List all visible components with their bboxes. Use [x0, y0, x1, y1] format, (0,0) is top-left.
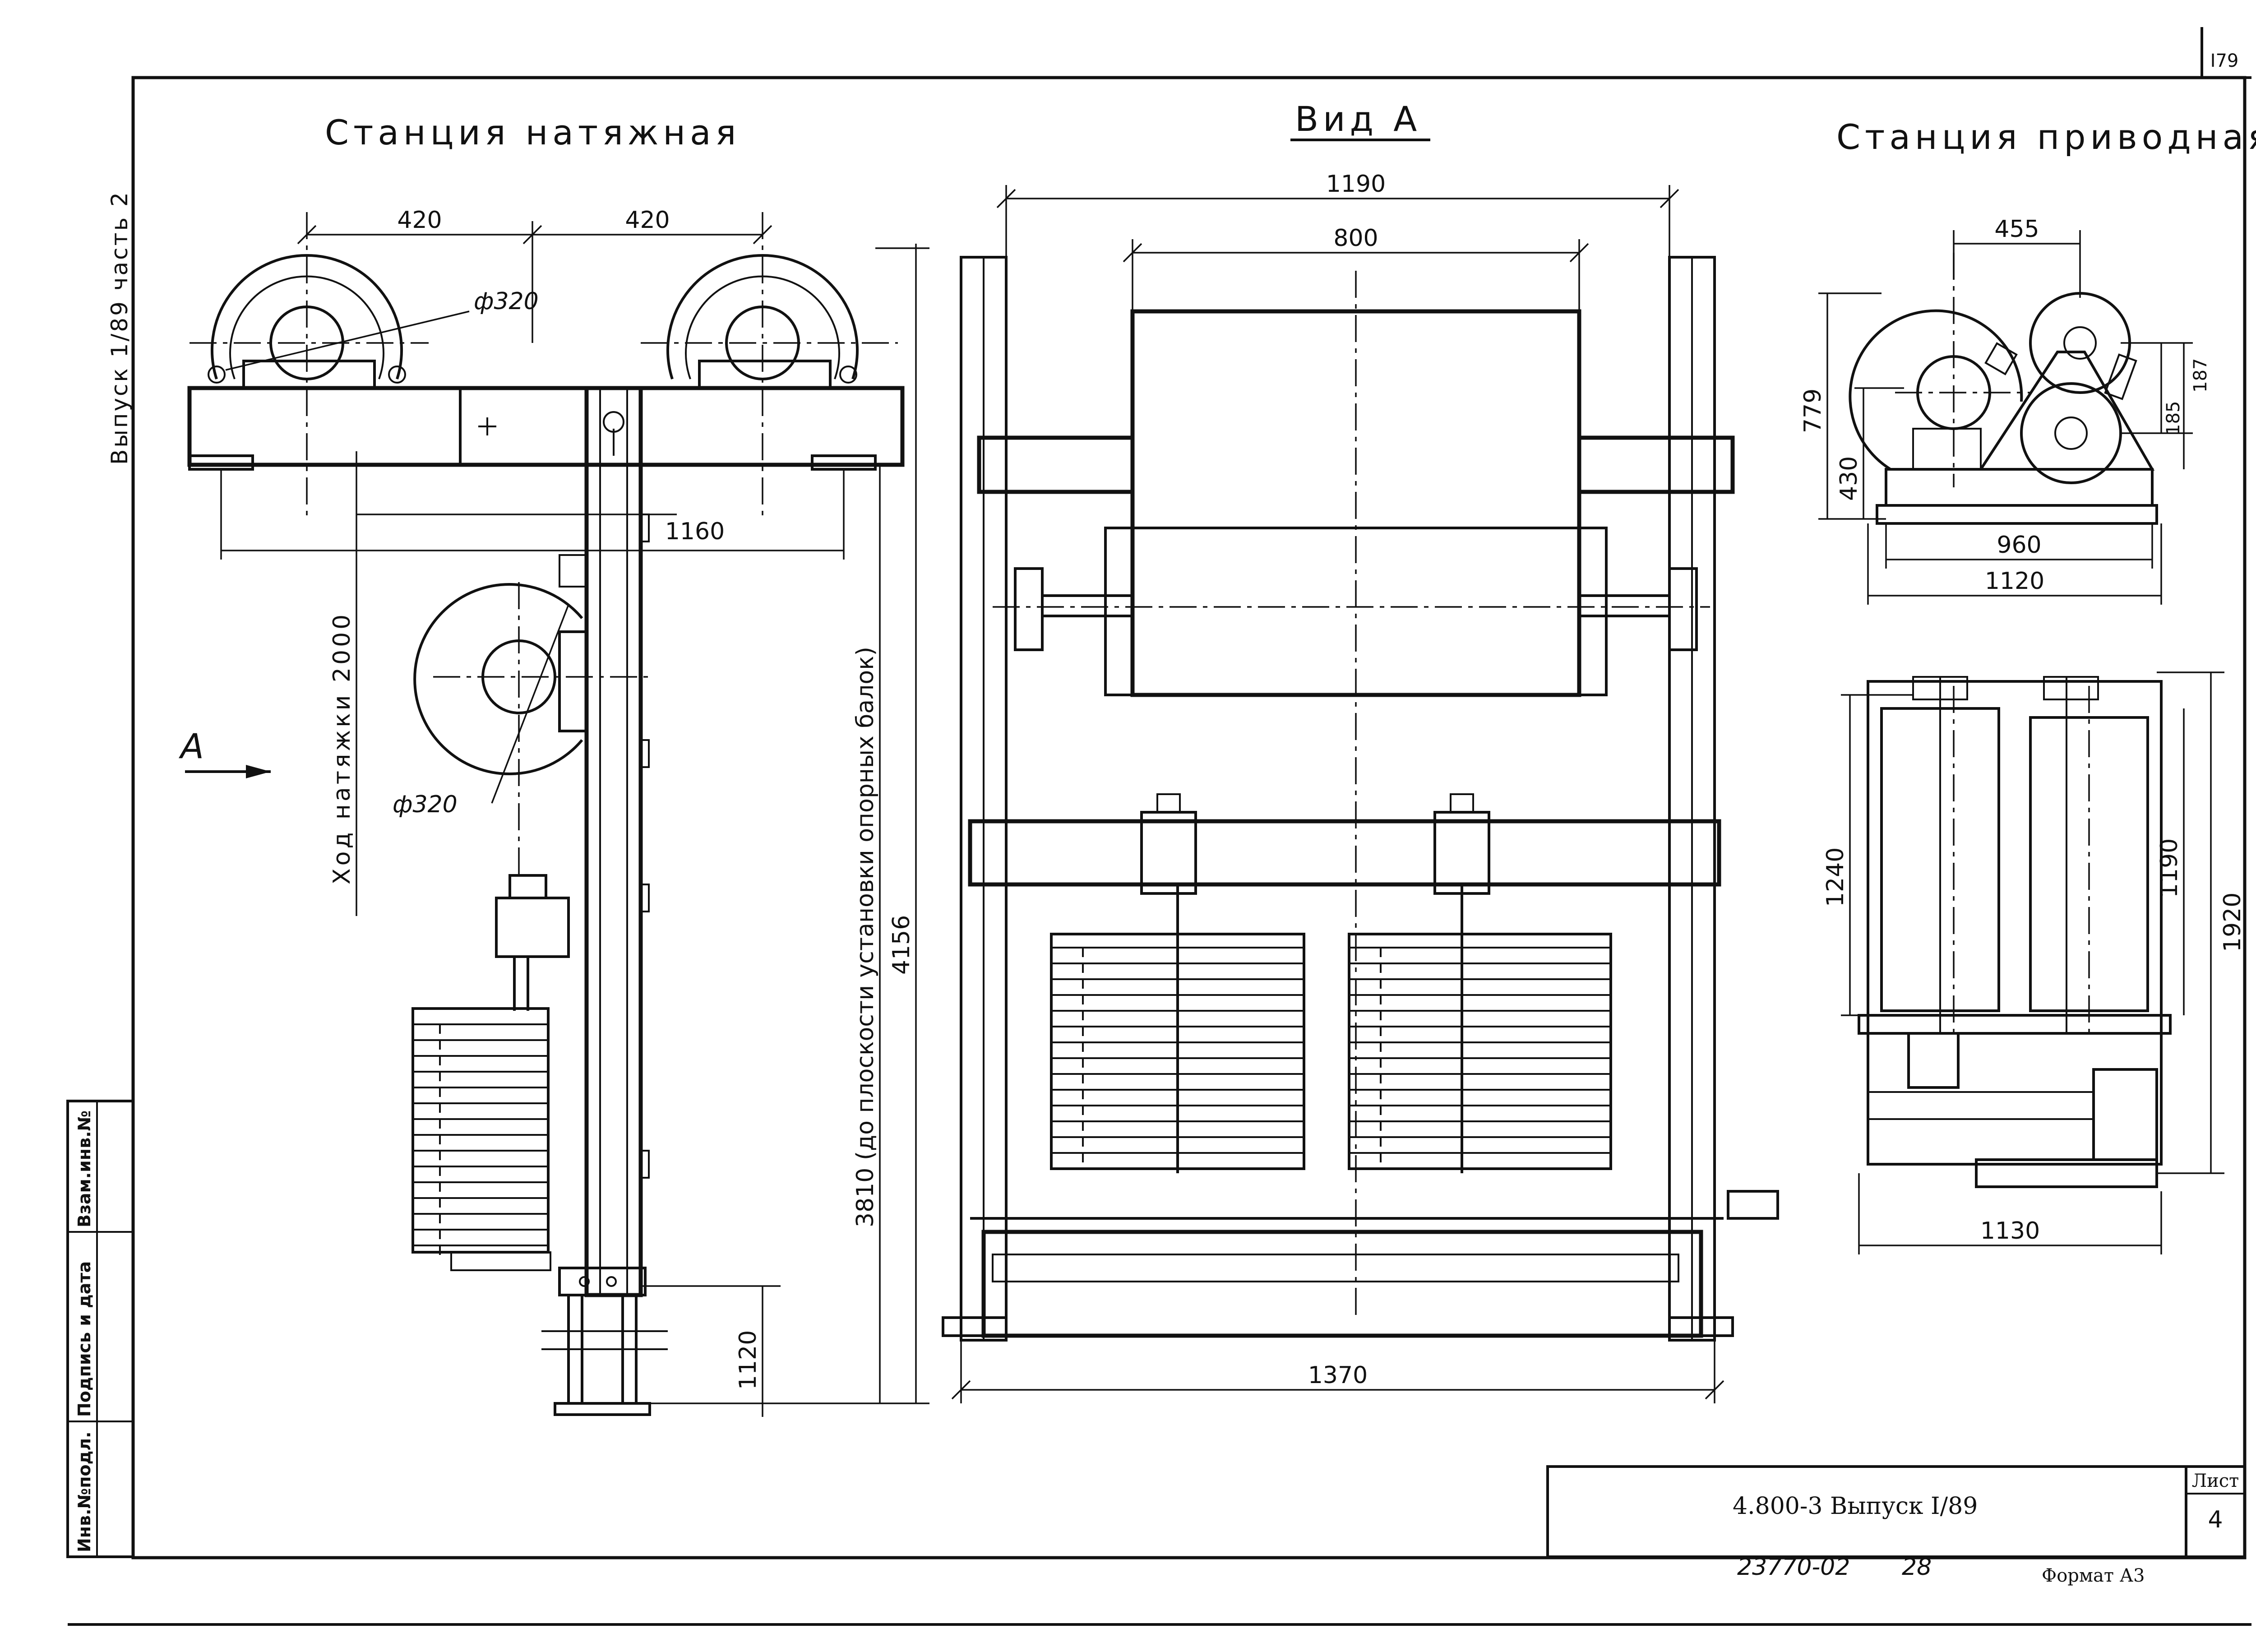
view-a-title: Вид А: [1295, 99, 1421, 139]
approval-stamp: [66, 1100, 134, 1558]
view-a-weight-plates: [1051, 947, 1611, 1162]
dim-960: 960: [1997, 532, 2041, 559]
dim-1240: 1240: [1822, 847, 1849, 907]
dim-1370: 1370: [1308, 1362, 1368, 1389]
dim-1120-drive: 1120: [1985, 568, 2044, 595]
dim-187: 187: [2190, 358, 2211, 393]
dim-1130: 1130: [1980, 1217, 2040, 1245]
sheet-frame: [68, 27, 2251, 1626]
height-label: 3810 (до плоскости установки опорных бал…: [852, 647, 879, 1227]
dim-1190-drive: 1190: [2156, 838, 2183, 898]
title-block: [1546, 1465, 2246, 1558]
sheet-label: Лист: [2192, 1471, 2239, 1491]
dim-420-right: 420: [625, 207, 670, 234]
view-a-dimensions: [951, 185, 1724, 1403]
dim-800: 800: [1333, 225, 1378, 252]
dim-1160: 1160: [665, 518, 725, 545]
page-number: I79: [2210, 51, 2239, 71]
document-designation: 4.800-3 Выпуск I/89: [1733, 1493, 1978, 1520]
issue-margin-text: Выпуск 1/89 часть 2: [106, 190, 133, 465]
dim-455: 455: [1994, 216, 2039, 243]
view-a-drawing: [942, 256, 1779, 1342]
archive-index: 28: [1902, 1554, 1932, 1581]
sheet-number: 4: [2208, 1506, 2223, 1533]
drive-station-plan-view: [1858, 676, 2172, 1188]
dim-diameter-upper: ф320: [474, 288, 539, 315]
stamp-replacement-cell: Взам.инв.№: [74, 1111, 94, 1227]
drive-station-title: Станция приводная: [1836, 117, 2256, 157]
dim-diameter-lower: ф320: [393, 791, 458, 818]
dim-420-left: 420: [397, 207, 442, 234]
stroke-label: Ход натяжки 2000: [328, 612, 356, 884]
dim-779: 779: [1799, 389, 1826, 433]
format-label: Формат А3: [2042, 1565, 2145, 1586]
tension-dimensions: [185, 221, 929, 1417]
stamp-signature-cell: Подпись и дата: [74, 1261, 94, 1417]
dim-1190-view-a: 1190: [1326, 171, 1386, 198]
stamp-inventory-cell: Инв.№подл.: [74, 1431, 94, 1552]
dim-1920: 1920: [2219, 893, 2246, 952]
view-arrow-label: А: [178, 726, 208, 766]
drive-station-dimensions: [1818, 230, 2224, 1254]
dim-4156: 4156: [888, 915, 915, 975]
drive-station-side-view: [1849, 253, 2158, 525]
dim-430: 430: [1835, 456, 1863, 501]
tension-station-title: Станция натяжная: [325, 112, 740, 153]
counterweight-plates: [413, 1023, 548, 1255]
dim-1120-tension: 1120: [735, 1330, 762, 1390]
archive-number: 23770-02: [1737, 1554, 1850, 1581]
tension-station-drawing: [187, 212, 905, 1416]
dim-185: 185: [2163, 401, 2184, 435]
